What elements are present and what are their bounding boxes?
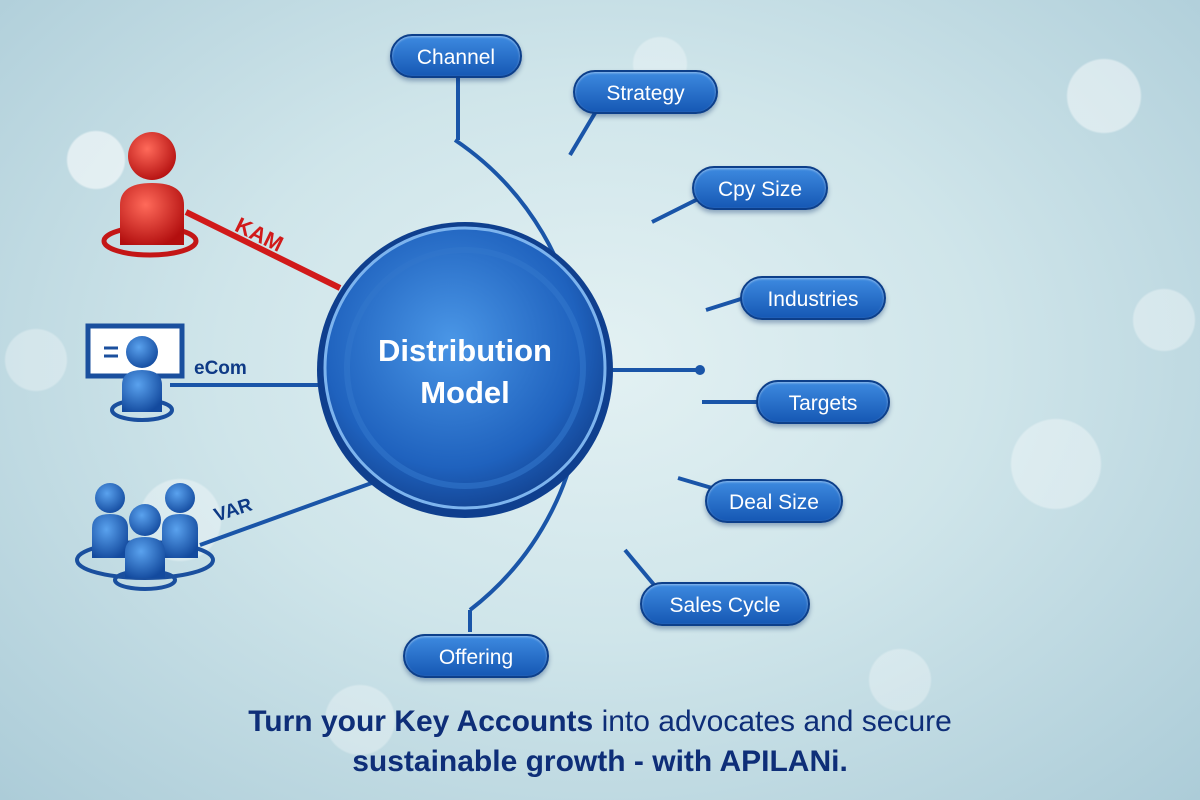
hub-circle — [323, 226, 607, 510]
presentation-screen-icon — [85, 323, 185, 422]
hub-title-line1: Distribution — [378, 333, 552, 368]
tagline-line2-bold: sustainable growth - with APILANi. — [352, 745, 848, 778]
node-deal-size[interactable]: Deal Size — [705, 479, 843, 523]
node-sales-cycle[interactable]: Sales Cycle — [640, 582, 810, 626]
person-icon — [101, 132, 199, 258]
hub-label: Distribution Model — [345, 330, 585, 414]
node-targets[interactable]: Targets — [756, 380, 890, 424]
node-offering[interactable]: Offering — [403, 634, 549, 678]
branch-deal-size — [677, 476, 713, 490]
ecom-label: eCom — [194, 358, 247, 379]
tagline-line2: sustainable growth - with APILANi. — [0, 742, 1200, 782]
branch-cpy-size — [651, 196, 701, 224]
tagline-line1: Turn your Key Accounts into advocates an… — [0, 702, 1200, 742]
node-strategy[interactable]: Strategy — [573, 70, 718, 114]
node-channel[interactable]: Channel — [390, 34, 522, 78]
node-industries[interactable]: Industries — [740, 276, 886, 320]
var-connector — [199, 478, 381, 547]
kam-connector — [184, 209, 342, 291]
branch-strategy — [568, 106, 600, 157]
node-cpy-size[interactable]: Cpy Size — [692, 166, 828, 210]
hub-title-line2: Model — [420, 375, 510, 410]
tagline-line1-rest: into advocates and secure — [593, 705, 952, 738]
tagline: Turn your Key Accounts into advocates an… — [0, 702, 1200, 782]
tagline-line1-bold: Turn your Key Accounts — [248, 705, 594, 738]
group-icon — [75, 483, 215, 591]
branch-industries — [705, 296, 745, 312]
